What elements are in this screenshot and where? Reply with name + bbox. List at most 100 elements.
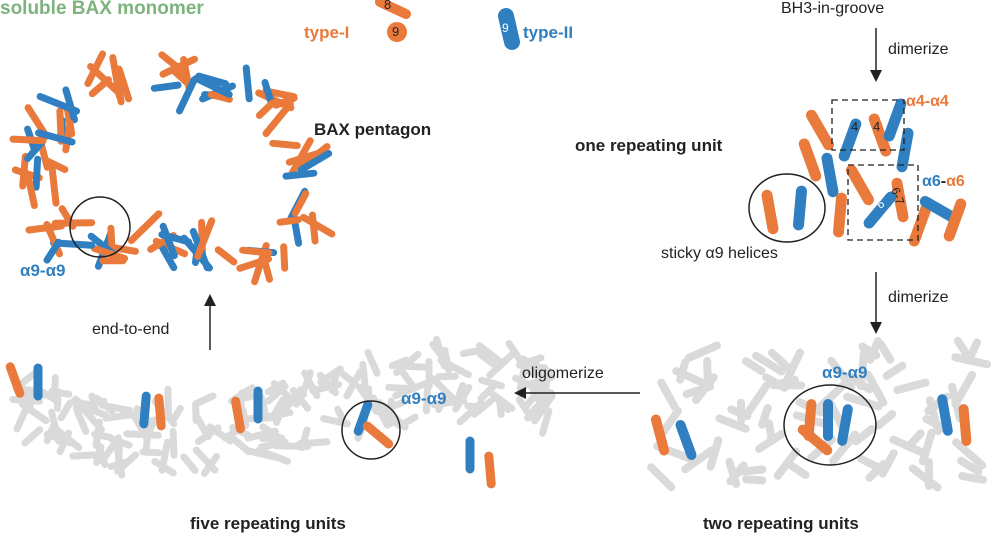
helix-cylinder [57,399,74,422]
helix-cylinder [876,340,895,364]
helix-cylinder [675,420,697,460]
helix-cylinder [452,384,473,413]
helix-cylinder [257,438,289,451]
helix-cylinder [255,99,276,119]
helix-cylinder [169,404,184,424]
helix-cylinder [784,348,804,382]
helix-cylinder [893,378,930,394]
helix-cylinder [43,238,62,264]
helix-9-blue-label: 9 [502,21,509,35]
helix-cylinder [48,165,60,207]
helix-cylinder [937,394,953,436]
helix-cylinder [919,196,961,224]
a9-a9-pentagon-label: α9-α9 [20,261,66,280]
helix-cylinder [464,402,487,411]
helix-4-left-label: 4 [851,119,859,134]
a6-a6-label-suffix: α6 [946,173,965,190]
helix-cylinder [108,435,133,449]
helix-cylinder [300,213,336,238]
helix-cylinder [239,246,273,257]
a4-a4-dashed-box [831,99,905,151]
helix-cylinder [896,127,914,173]
helix-cylinder [512,374,548,397]
helix-8-label: 8 [384,0,392,12]
helix-cylinder [821,152,839,198]
helix-cylinder [228,434,253,456]
helix-cylinder [35,129,76,146]
helix-cylinder [154,393,166,431]
helix-cylinder [58,205,77,230]
helix-cylinder [524,407,544,422]
helix-cylinder [244,427,279,442]
helix-cylinder [264,379,287,396]
a9-a9-five-units-label: α9-α9 [401,389,447,408]
helix-cylinder [276,216,302,226]
helix-cylinder [264,383,289,405]
helix-cylinder [681,446,716,474]
oligomerize-label: oligomerize [522,365,604,382]
one-repeating-unit-label: one repeating unit [575,136,723,155]
helix-cylinder [866,337,882,364]
monomer-helix-9-orange [387,22,407,42]
helix-cylinder [505,340,525,365]
helix-cylinder [192,412,212,441]
helix-cylinder [798,138,822,182]
helix-cylinder [269,139,301,150]
dimerize-top-label: dimerize [888,41,949,58]
helix-cylinder [194,217,216,260]
helix-cylinder [864,370,888,407]
sticky-a9-helices-label: sticky α9 helices [661,245,778,262]
helix-cylinder [475,342,504,365]
helix-cylinder [684,341,721,362]
helix-cylinder [672,367,710,389]
two-repeating-units-structure [647,336,992,492]
soluble-monomer-label: soluble BAX monomer [0,0,204,19]
helix-cylinder [158,51,186,75]
two-units-a9-circle [783,384,877,466]
helix-cylinder [918,428,936,466]
a6-a6-dashed-box [847,164,919,241]
helix-cylinder [865,460,888,482]
helix-cylinder [280,243,289,272]
helix-cylinder [139,448,163,457]
helix-cylinder [158,438,171,474]
helix-cylinder [891,177,909,223]
helix-cylinder [157,242,178,272]
helix-cylinder [91,245,129,262]
a6-a6-label-dash: - [940,173,947,190]
helix-cylinder [843,392,883,411]
helix-cylinder [206,423,234,445]
helix-cylinder [114,445,126,479]
helix-cylinder [883,98,907,142]
a6-a6-label: α6-α6 [922,174,965,190]
helix-cylinder [247,447,280,461]
helix-cylinder [441,346,453,374]
helix-cylinder [965,338,981,363]
helix-cylinder [844,372,874,394]
helix-cylinder [214,246,238,266]
helix-cylinder [874,409,897,430]
helix-cylinder [262,100,294,137]
end-to-end-label: end-to-end [92,321,170,338]
helix-cylinder [169,66,195,90]
helix-cylinder [433,335,448,370]
helix-cylinder [692,373,718,404]
helix-cylinder [958,472,988,484]
a9-a9-two-units-label: α9-α9 [822,363,868,382]
helix-cylinder [5,362,25,398]
helix-cylinder [288,137,314,178]
helix-cylinder [107,224,116,254]
helix-9-orange-label: 9 [392,24,400,39]
helix-cylinder [952,438,987,470]
helix-cylinder [301,369,314,392]
helix-cylinder [169,428,178,459]
helix-cylinder [231,396,245,434]
a4-a4-label: α4-α4 [906,93,949,110]
helix-cylinder [650,414,670,456]
helix-cylinder [139,391,151,429]
helix-cylinder [272,94,298,109]
helix-cylinder [878,449,898,478]
helix-cylinder [951,353,992,369]
helix-cylinder [15,368,40,390]
